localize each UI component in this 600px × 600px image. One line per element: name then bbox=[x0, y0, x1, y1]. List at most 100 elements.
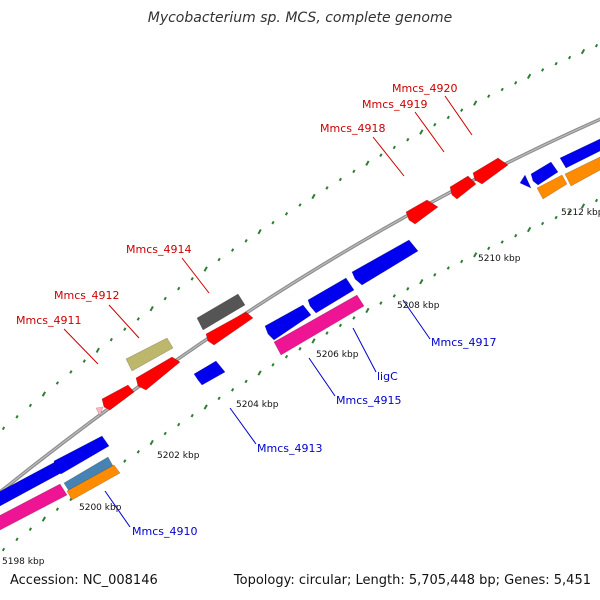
tick-dot bbox=[526, 226, 532, 233]
tick-dot bbox=[95, 347, 100, 353]
gene-feature-blue-3[interactable] bbox=[264, 304, 312, 341]
tick-dots bbox=[1, 43, 599, 552]
genome-backbone-highlight bbox=[0, 118, 600, 493]
gene-feature-mmcs-4918[interactable] bbox=[405, 199, 439, 225]
label-mmcs-4913: Mmcs_4913 bbox=[257, 442, 322, 455]
reverse-strand-genes bbox=[0, 138, 600, 531]
tick-dot bbox=[28, 403, 33, 408]
gene-feature-blue-5[interactable] bbox=[530, 161, 559, 186]
gene-feature-blue-6[interactable] bbox=[559, 138, 600, 169]
tick-dot bbox=[473, 100, 478, 106]
tick-dot bbox=[15, 537, 19, 542]
tick-dot bbox=[580, 48, 586, 55]
gene-feature-mmcs-4914[interactable] bbox=[196, 293, 246, 331]
tick-dot bbox=[136, 450, 140, 454]
tick-dot bbox=[217, 396, 221, 401]
label-mmcs-4915: Mmcs_4915 bbox=[336, 394, 401, 407]
tick-dot bbox=[109, 337, 113, 342]
tick-dot bbox=[271, 220, 275, 225]
tick-dot bbox=[325, 331, 329, 335]
tick-dot bbox=[284, 212, 289, 216]
gene-feature-blue-2[interactable] bbox=[53, 435, 110, 475]
tick-dot bbox=[526, 73, 532, 79]
forward-strand-genes bbox=[95, 157, 509, 417]
tick-dot bbox=[15, 415, 19, 419]
leader-mmcs-4911 bbox=[63, 328, 99, 365]
leader-mmcs-4912 bbox=[108, 304, 140, 339]
gene-feature-mmcs-4915[interactable] bbox=[273, 294, 365, 356]
label-mmcs-4910: Mmcs_4910 bbox=[132, 525, 197, 538]
leader-mmcs-4915 bbox=[308, 357, 336, 397]
tick-dot bbox=[123, 459, 127, 463]
tick-dot bbox=[123, 327, 127, 331]
tick-dot bbox=[41, 516, 47, 522]
tick-dot bbox=[230, 248, 235, 252]
label-mmcs-4920: Mmcs_4920 bbox=[392, 82, 457, 95]
tick-dot bbox=[271, 363, 275, 367]
gene-feature-mmcs-4911[interactable] bbox=[101, 384, 135, 411]
gene-feature-mmcs-4920[interactable] bbox=[472, 157, 509, 185]
genome-summary-text: Topology: circular; Length: 5,705,448 bp… bbox=[233, 573, 591, 588]
tick-dot bbox=[136, 317, 140, 321]
gene-feature-pink[interactable] bbox=[95, 406, 104, 417]
tick-dot bbox=[149, 439, 154, 446]
tick-dot bbox=[419, 279, 424, 285]
gene-feature-blue-small[interactable] bbox=[519, 174, 532, 189]
tick-dot bbox=[487, 94, 491, 98]
tick-dot bbox=[554, 215, 558, 220]
tick-dot bbox=[500, 240, 504, 244]
tick-dot bbox=[82, 359, 86, 363]
label-mmcs-4917: Mmcs_4917 bbox=[431, 336, 496, 349]
tick-dot bbox=[352, 316, 356, 320]
tick-dot bbox=[580, 203, 586, 209]
gene-feature-mmcs-4910[interactable] bbox=[66, 464, 121, 501]
tick-dot bbox=[540, 221, 545, 226]
tick-dot bbox=[177, 422, 181, 427]
gene-feature-orange-3[interactable] bbox=[564, 156, 600, 187]
tick-dot bbox=[365, 160, 370, 166]
tick-label-5202: 5202 kbp bbox=[157, 451, 200, 461]
tick-dot bbox=[311, 338, 316, 344]
leader-mmcs-4917 bbox=[402, 299, 431, 340]
tick-label-5206: 5206 kbp bbox=[316, 350, 359, 360]
label-leader-lines bbox=[63, 95, 473, 528]
tick-dot bbox=[149, 306, 154, 312]
ruler-tick-labels: 5198 kbp 5200 kbp 5202 kbp 5204 kbp 5206… bbox=[2, 208, 600, 567]
tick-dot bbox=[257, 229, 262, 235]
gene-feature-blue-4[interactable] bbox=[351, 239, 419, 286]
tick-dot bbox=[446, 115, 450, 120]
gene-feature-olive[interactable] bbox=[125, 337, 174, 372]
tick-dot bbox=[433, 122, 437, 127]
label-ligc: ligC bbox=[377, 370, 398, 383]
tick-dot bbox=[594, 43, 599, 48]
gene-feature-magenta-1[interactable] bbox=[0, 483, 68, 531]
leader-mmcs-4913 bbox=[229, 407, 257, 445]
gene-feature-mmcs-4913[interactable] bbox=[193, 360, 226, 386]
tick-dot bbox=[460, 259, 464, 264]
tick-dot bbox=[190, 277, 194, 281]
tick-dot bbox=[190, 413, 194, 418]
tick-dot bbox=[325, 186, 329, 190]
tick-dot bbox=[433, 273, 437, 277]
forward-gene-labels: Mmcs_4911 Mmcs_4912 Mmcs_4914 Mmcs_4918 … bbox=[16, 82, 457, 327]
tick-dot bbox=[500, 87, 504, 92]
tick-dot bbox=[594, 198, 599, 203]
tick-label-5210: 5210 kbp bbox=[478, 254, 521, 264]
gene-feature-mmcs-4917[interactable] bbox=[307, 277, 355, 314]
gene-feature-red-2[interactable] bbox=[205, 311, 254, 346]
label-mmcs-4911: Mmcs_4911 bbox=[16, 314, 81, 327]
leader-mmcs-4918 bbox=[372, 136, 405, 177]
tick-dot bbox=[406, 137, 410, 142]
gene-feature-mmcs-4912[interactable] bbox=[135, 356, 181, 391]
leader-mmcs-4914 bbox=[181, 257, 210, 294]
tick-dot bbox=[1, 547, 6, 552]
tick-dot bbox=[487, 246, 491, 251]
gene-feature-orange-2[interactable] bbox=[536, 174, 568, 200]
gene-feature-mmcs-4919[interactable] bbox=[449, 175, 477, 200]
tick-dot bbox=[419, 129, 424, 135]
tick-dot bbox=[338, 177, 343, 182]
tick-dot bbox=[473, 252, 478, 258]
tick-dot bbox=[163, 296, 167, 301]
tick-dot bbox=[55, 381, 60, 385]
